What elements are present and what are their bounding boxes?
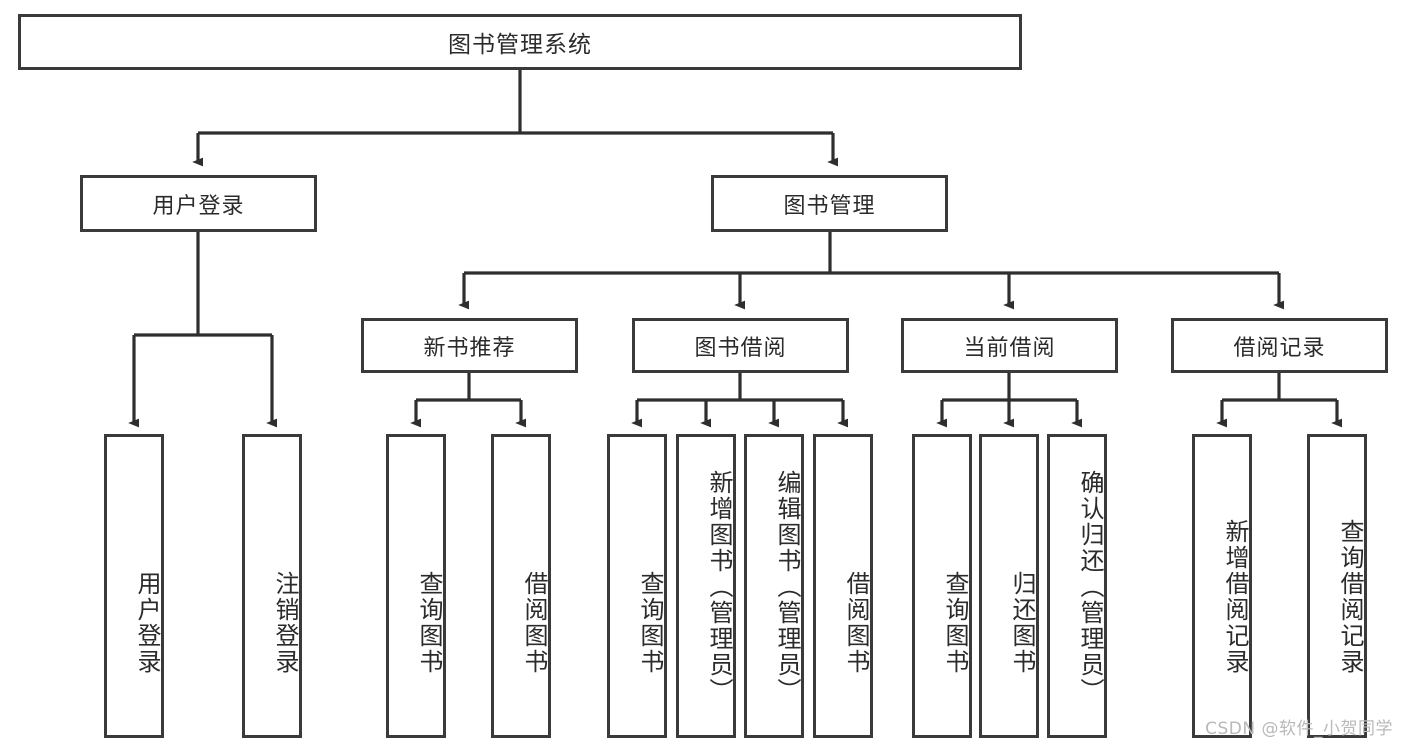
csdn-watermark: CSDN @软件_小贺同学 [1205,719,1393,739]
leaf-return-book[interactable]: 归还图书 [979,434,1039,738]
leaf-borrow-book-2[interactable]: 借阅图书 [813,434,873,738]
leaf-borrow-book-1[interactable]: 借阅图书 [491,434,551,738]
node-user-login[interactable]: 用户登录 [80,175,317,232]
leaf-add-record[interactable]: 新增借阅记录 [1192,434,1252,738]
leaf-logout-login[interactable]: 注销登录 [242,434,302,738]
leaf-query-book-3[interactable]: 查询图书 [912,434,972,738]
leaf-confirm-return[interactable]: 确认归还（管理员） [1047,434,1107,738]
leaf-edit-book[interactable]: 编辑图书（管理员） [744,434,804,738]
node-book-manage[interactable]: 图书管理 [711,175,948,232]
leaf-add-book[interactable]: 新增图书（管理员） [676,434,736,738]
leaf-query-record[interactable]: 查询借阅记录 [1307,434,1367,738]
leaf-query-book-1[interactable]: 查询图书 [386,434,446,738]
leaf-query-book-2[interactable]: 查询图书 [607,434,667,738]
node-borrow-record[interactable]: 借阅记录 [1171,318,1388,373]
leaf-user-login[interactable]: 用户登录 [104,434,164,738]
node-root-system[interactable]: 图书管理系统 [18,14,1022,70]
node-new-book-recommend[interactable]: 新书推荐 [361,318,578,373]
node-book-borrow[interactable]: 图书借阅 [632,318,849,373]
node-current-borrow[interactable]: 当前借阅 [901,318,1118,373]
